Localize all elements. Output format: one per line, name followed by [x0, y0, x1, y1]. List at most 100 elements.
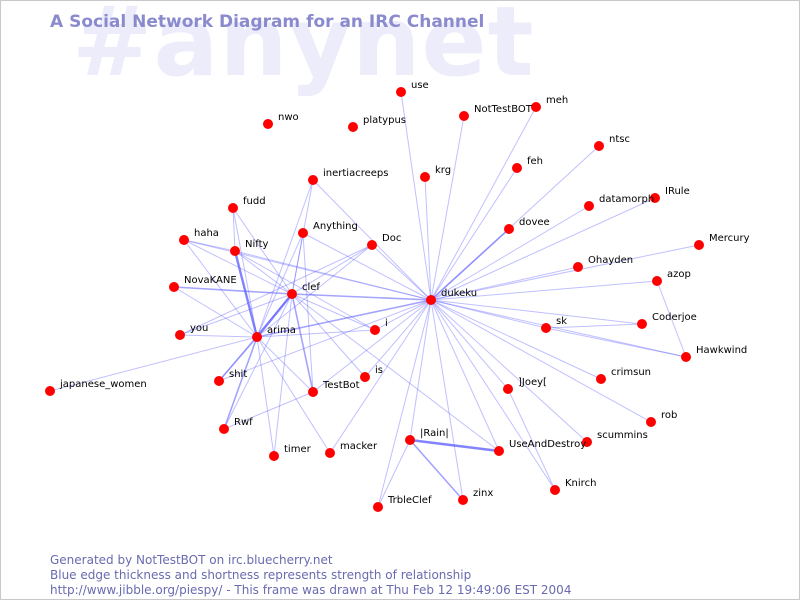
- edge-sk-hawkwind: [545, 327, 687, 358]
- node-dot: [348, 122, 358, 132]
- node-ohayden: Ohayden: [573, 255, 633, 272]
- edge-rain-useanddestroy: [409, 438, 500, 453]
- node-dot: [175, 330, 185, 340]
- edge-joeyj-knirch: [507, 388, 556, 491]
- node-datamorph: datamorph: [584, 194, 654, 211]
- edge-dukeku-nottestbot: [430, 115, 465, 301]
- node-feh: feh: [512, 156, 543, 173]
- footer-generated-by: Generated by NotTestBOT on irc.bluecherr…: [50, 553, 333, 567]
- node-irule: IRule: [650, 186, 690, 203]
- edge-arima-shit: [218, 336, 258, 382]
- node-dot: [541, 323, 551, 333]
- edge-arima-haha: [183, 239, 258, 338]
- edge-dukeku-use: [400, 91, 432, 301]
- node-clef: clef: [287, 282, 320, 299]
- node-dot: [169, 282, 179, 292]
- edge-dukeku-coderjoe: [430, 299, 643, 325]
- edge-dukeku-shit: [218, 299, 432, 382]
- node-dot: [269, 451, 279, 461]
- edge-clef-nifty: [234, 250, 293, 295]
- edge-clef-timer: [273, 293, 293, 457]
- edge-dukeku-hawkwind: [430, 299, 687, 358]
- node-dot: [263, 119, 273, 129]
- node-label: feh: [527, 156, 543, 167]
- node-label: dukeku: [441, 288, 477, 299]
- edge-dukeku-datamorph: [430, 205, 590, 301]
- node-label: inertiacreeps: [323, 168, 388, 179]
- edge-dukeku-i: [374, 299, 432, 331]
- node-dot: [367, 240, 377, 250]
- edge-arima-timer: [256, 336, 275, 457]
- node-label: krg: [435, 165, 451, 176]
- node-dot: [252, 332, 262, 342]
- edge-testbot-rwf: [223, 391, 314, 430]
- node-fudd: fudd: [228, 196, 266, 213]
- node-label: TestBot: [322, 380, 360, 391]
- node-doc: Doc: [367, 233, 401, 250]
- footer-url-timestamp: http://www.jibble.org/piespy/ - This fra…: [50, 583, 572, 597]
- edge-clef-useanddestroy: [291, 293, 500, 452]
- node-dot: [228, 203, 238, 213]
- node-dot: [531, 102, 541, 112]
- node-label: Rwf: [234, 417, 253, 428]
- edge-nifty-i: [234, 250, 376, 331]
- node-meh: meh: [531, 95, 568, 112]
- node-rob: rob: [646, 410, 677, 427]
- edge-clef-rwf: [223, 293, 293, 430]
- edge-dukeku-mercury: [430, 244, 700, 301]
- edge-dukeku-feh: [430, 167, 518, 301]
- edge-dukeku-arima: [256, 299, 432, 338]
- node-dot: [370, 325, 380, 335]
- edge-dukeku-nifty: [234, 250, 432, 301]
- node-dot: [573, 262, 583, 272]
- node-label: TrbleClef: [387, 495, 432, 506]
- edge-clef-i: [291, 293, 376, 331]
- edge-arima-doc: [256, 244, 373, 338]
- node-label: i: [385, 318, 388, 329]
- node-label: fudd: [243, 196, 266, 207]
- node-krg: krg: [420, 165, 451, 182]
- edge-azop-hawkwind: [656, 280, 687, 358]
- node-dukeku: dukeku: [426, 288, 477, 305]
- edge-arima-testbot: [256, 336, 314, 393]
- node-dot: [325, 448, 335, 458]
- node-label: is: [375, 365, 383, 376]
- node-haha: haha: [179, 228, 219, 245]
- node-label: clef: [302, 282, 320, 293]
- edge-arima-i: [256, 329, 376, 338]
- node-nwo: nwo: [263, 112, 299, 129]
- node-label: NovaKANE: [184, 275, 237, 286]
- edge-dukeku-ohayden: [430, 266, 579, 301]
- node-azop: azop: [652, 269, 691, 286]
- node-is: is: [360, 365, 383, 382]
- node-crimsun: crimsun: [596, 367, 651, 384]
- edge-anything-testbot: [302, 232, 314, 393]
- node-dot: [550, 485, 560, 495]
- edge-dukeku-testbot: [312, 299, 432, 393]
- node-label: use: [411, 80, 429, 91]
- node-dot: [360, 372, 370, 382]
- node-sk: sk: [541, 316, 567, 333]
- node-anything: Anything: [298, 221, 358, 238]
- node-nottestbot: NotTestBOT: [459, 104, 533, 121]
- node-label: Anything: [313, 221, 358, 232]
- node-label: UseAndDestroy: [509, 439, 586, 450]
- node-label: you: [190, 323, 208, 334]
- node-label: dovee: [519, 217, 550, 228]
- node-dot: [179, 235, 189, 245]
- node-dot: [287, 289, 297, 299]
- node-dot: [298, 228, 308, 238]
- edge-rain-zinx: [409, 439, 464, 501]
- node-label: Mercury: [709, 233, 750, 244]
- edge-clef-you: [179, 293, 293, 336]
- node-testbot: TestBot: [308, 380, 360, 397]
- node-label: Knirch: [565, 478, 596, 489]
- node-label: crimsun: [611, 367, 651, 378]
- node-label: scummins: [597, 430, 648, 441]
- node-label: platypus: [363, 115, 406, 126]
- node-label: shit: [229, 369, 247, 380]
- edge-dukeku-meh: [430, 106, 537, 301]
- node-label: macker: [340, 441, 378, 452]
- edge-dukeku-irule: [430, 197, 656, 301]
- edge-dukeku-useanddestroy: [430, 299, 500, 452]
